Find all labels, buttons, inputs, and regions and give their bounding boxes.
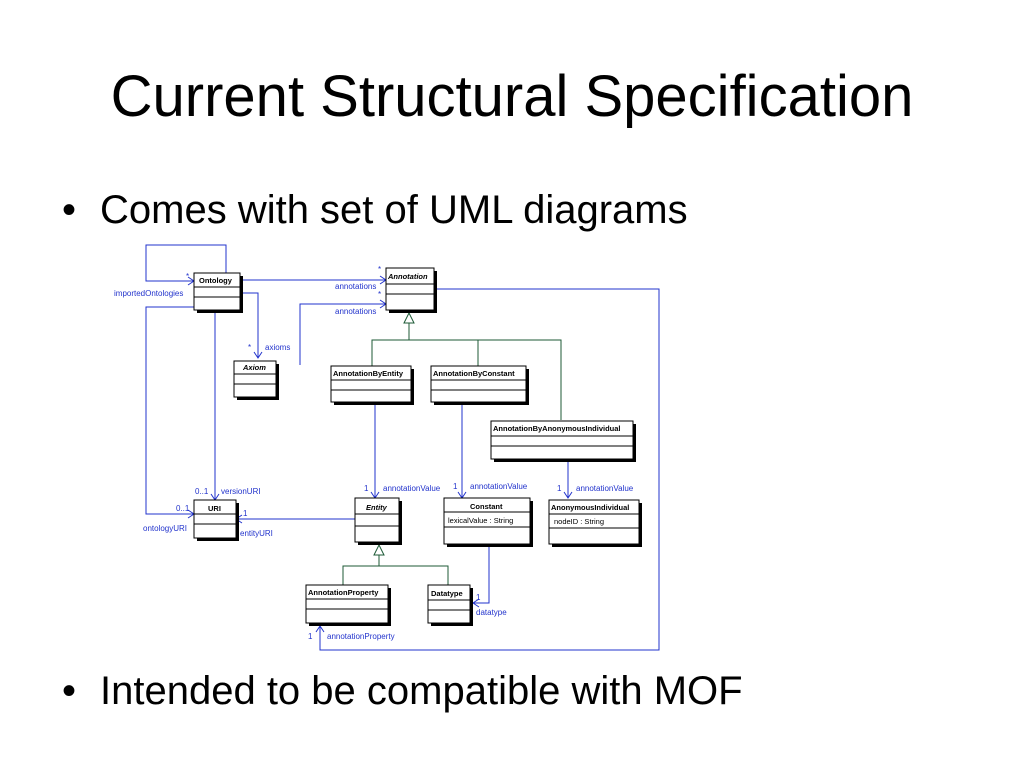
multiplicity-label: * [378,265,381,274]
multiplicity-label: 1 [476,593,481,602]
bullet-item: • Comes with set of UML diagrams [62,186,688,234]
multiplicity-label: 1 [308,632,313,641]
class-name: AnonymousIndividual [551,503,629,512]
role-label-annotation-property: annotationProperty [327,632,395,641]
class-name: AnnotationByEntity [333,369,404,378]
class-box-entity: Entity [354,497,402,545]
multiplicity-label: 1 [364,484,369,493]
role-label-annotation-value: annotationValue [470,482,528,491]
class-box-axiom: Axiom [233,360,279,400]
generalization-lines [342,311,562,585]
class-box-annotation-by-entity: AnnotationByEntity [330,365,414,405]
class-name: Ontology [199,276,233,285]
bullet-symbol: • [62,188,77,232]
class-box-ontology: Ontology [193,272,243,313]
class-name: Entity [366,503,388,512]
multiplicity-label: * [248,343,251,352]
multiplicity-label: 1 [557,484,562,493]
multiplicity-label: 0..1 [195,487,209,496]
slide-title: Current Structural Specification [110,64,914,129]
role-label-axioms: axioms [265,343,290,352]
role-label-version-uri: versionURI [221,487,261,496]
multiplicity-label: 0..1 [176,504,190,513]
bullet-item: • Intended to be compatible with MOF [62,667,743,715]
class-name: AnnotationByAnonymousIndividual [493,424,621,433]
multiplicity-label: 1 [453,482,458,491]
class-name: AnnotationProperty [308,588,379,597]
class-box-anonymous-individual: AnonymousIndividual nodeID : String [548,499,642,547]
class-name: Axiom [242,363,266,372]
role-label-imported-ontologies: importedOntologies [114,289,183,298]
role-label-annotations: annotations [335,307,376,316]
bullet-text: Comes with set of UML diagrams [100,188,688,232]
association-labels: * importedOntologies * annotations * ann… [114,265,634,641]
role-label-ontology-uri: ontologyURI [143,524,187,533]
bullet-symbol: • [62,669,77,713]
class-box-annotation-property: AnnotationProperty [305,584,391,626]
class-name: Datatype [431,589,463,598]
class-name: Constant [470,502,503,511]
class-name: AnnotationByConstant [433,369,515,378]
class-attribute: nodeID : String [554,517,604,526]
class-box-constant: Constant lexicalValue : String [443,497,533,547]
class-box-uri: URI [193,499,239,541]
role-label-annotation-value: annotationValue [383,484,441,493]
class-name: URI [208,504,221,513]
class-box-annotation: Annotation [385,267,437,313]
multiplicity-label: 1 [243,509,248,518]
multiplicity-label: * [378,290,381,299]
class-box-annotation-by-constant: AnnotationByConstant [430,365,529,405]
bullet-text: Intended to be compatible with MOF [100,669,743,713]
role-label-entity-uri: entityURI [240,529,273,538]
role-label-annotations: annotations [335,282,376,291]
multiplicity-label: * [186,272,189,281]
class-name: Annotation [387,272,428,281]
role-label-datatype: datatype [476,608,507,617]
class-box-annotation-by-anonymous-individual: AnnotationByAnonymousIndividual [490,420,636,462]
association-lines [145,244,660,651]
class-attribute: lexicalValue : String [448,516,513,525]
role-label-annotation-value: annotationValue [576,484,634,493]
class-box-datatype: Datatype [427,584,473,626]
